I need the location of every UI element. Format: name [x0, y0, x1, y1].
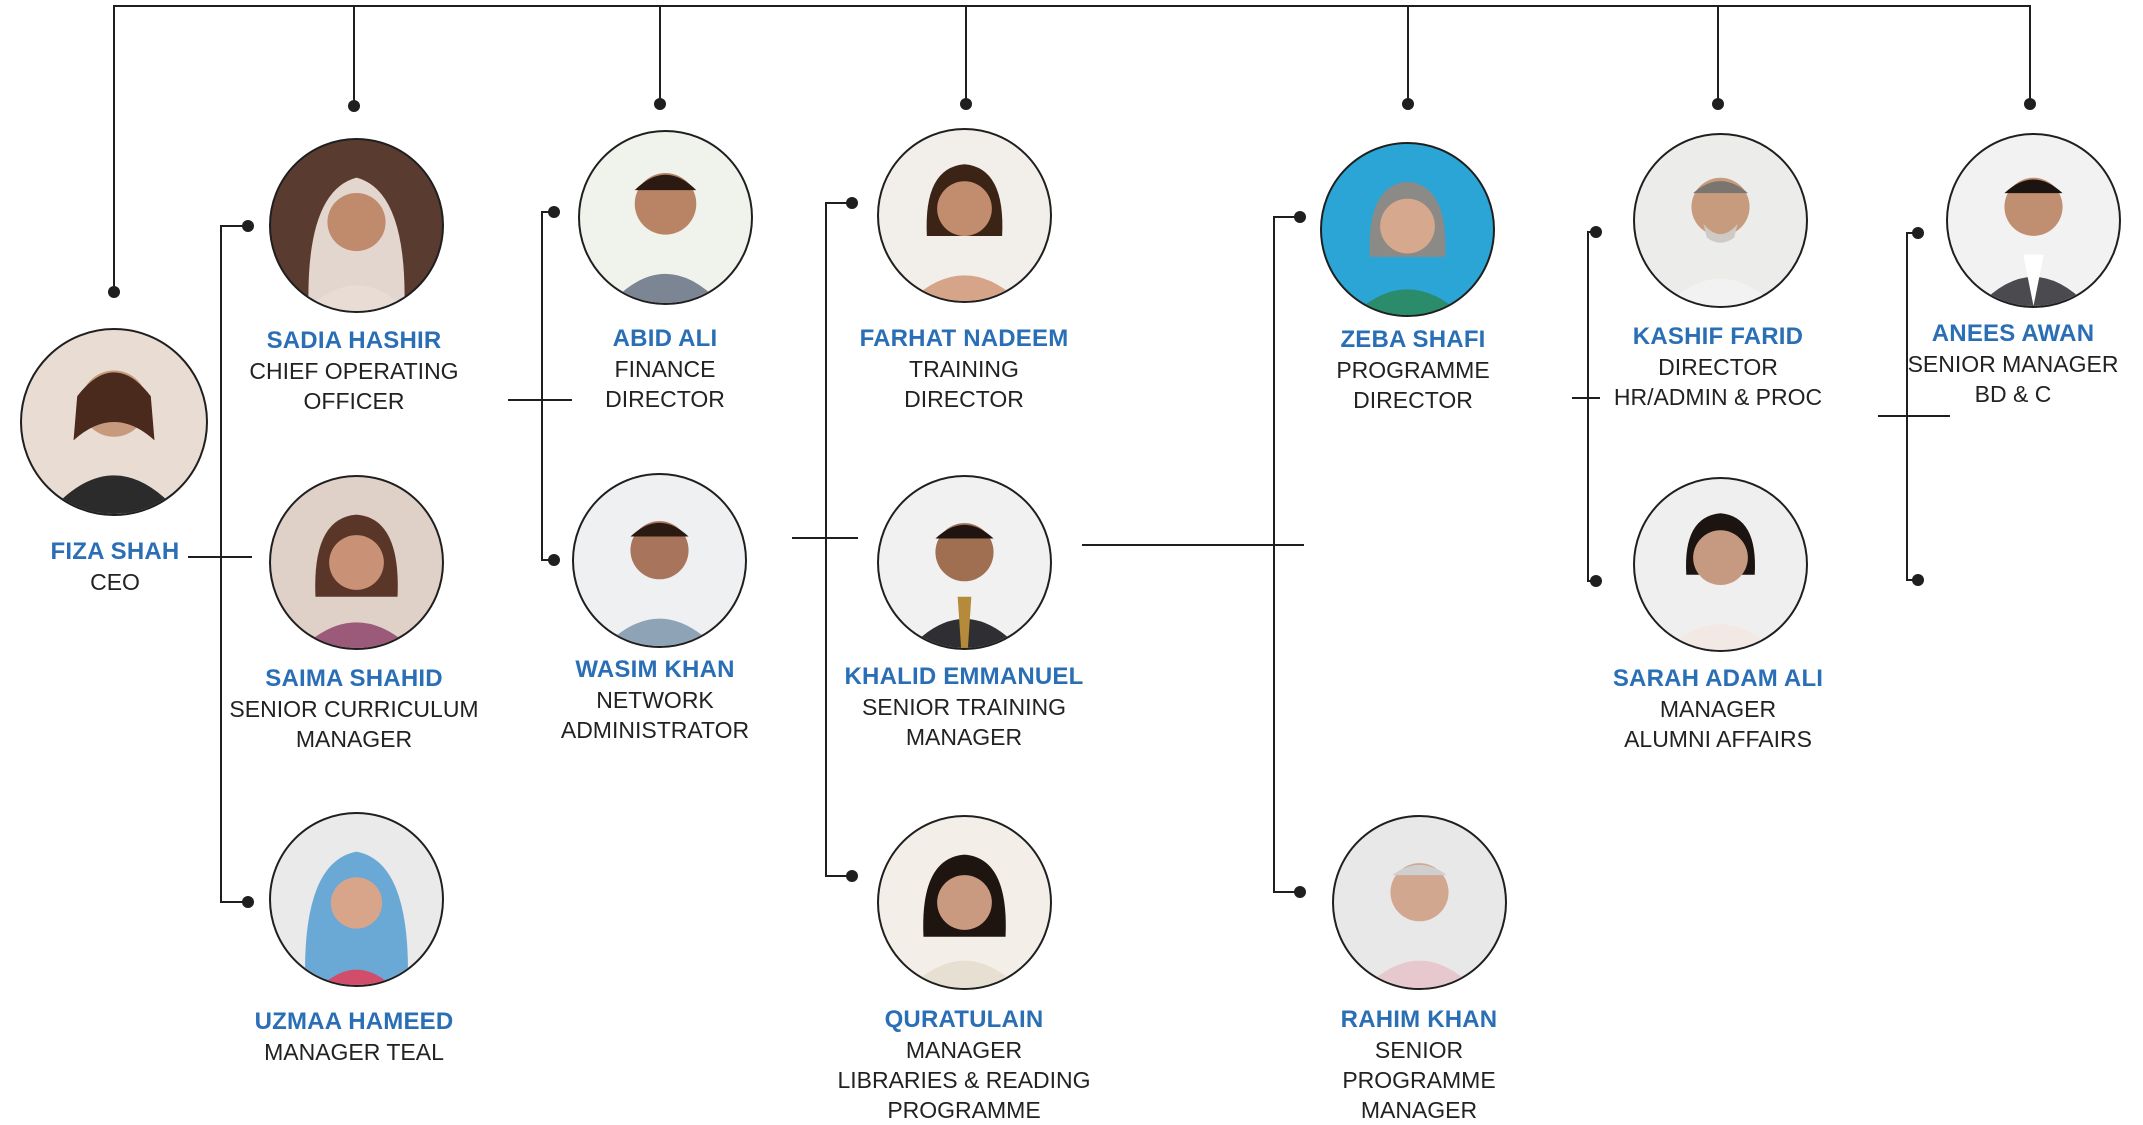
person-name: KASHIF FARID	[1632, 323, 1804, 350]
person-name: ZEBA SHAFI	[1340, 326, 1486, 353]
top-bus-line	[113, 5, 2031, 292]
person-name: RAHIM KHAN	[1340, 1006, 1498, 1033]
alumni-card: SARAH ADAM ALI MANAGER ALUMNI AFFAIRS	[1553, 664, 1883, 754]
bd-photo	[1946, 133, 2121, 308]
hr-photo	[1633, 133, 1808, 308]
sr-training-card: KHALID EMMANUEL SENIOR TRAINING MANAGER	[799, 662, 1129, 752]
libraries-photo	[877, 815, 1052, 990]
person-role: FINANCE DIRECTOR	[605, 356, 725, 412]
person-name: UZMAA HAMEED	[254, 1008, 454, 1035]
person-role: MANAGER ALUMNI AFFAIRS	[1624, 696, 1812, 752]
person-role: CHIEF OPERATING OFFICER	[249, 358, 459, 414]
person-role: SENIOR TRAINING MANAGER	[861, 694, 1067, 750]
person-name: FIZA SHAH	[50, 538, 180, 565]
finance-card: ABID ALI FINANCE DIRECTOR	[500, 324, 830, 414]
person-name: ABID ALI	[612, 325, 718, 352]
person-role: MANAGER LIBRARIES & READING PROGRAMME	[837, 1037, 1091, 1123]
sr-programme-card: RAHIM KHAN SENIOR PROGRAMME MANAGER	[1254, 1005, 1584, 1125]
finance-photo	[578, 130, 753, 305]
ceo-card: FIZA SHAH CEO	[0, 537, 280, 597]
person-name: WASIM KHAN	[575, 656, 735, 683]
training-photo	[877, 128, 1052, 303]
network-photo	[572, 473, 747, 648]
person-role: SENIOR PROGRAMME MANAGER	[1342, 1037, 1496, 1123]
person-name: SARAH ADAM ALI	[1612, 665, 1824, 692]
programme-card: ZEBA SHAFI PROGRAMME DIRECTOR	[1248, 325, 1578, 415]
teal-photo	[269, 812, 444, 987]
alumni-photo	[1633, 477, 1808, 652]
ceo-photo	[20, 328, 208, 516]
hr-card: KASHIF FARID DIRECTOR HR/ADMIN & PROC	[1553, 322, 1883, 412]
person-name: KHALID EMMANUEL	[844, 663, 1084, 690]
person-role: NETWORK ADMINISTRATOR	[560, 687, 750, 743]
teal-card: UZMAA HAMEED MANAGER TEAL	[189, 1007, 519, 1067]
curriculum-card: SAIMA SHAHID SENIOR CURRICULUM MANAGER	[189, 664, 519, 754]
person-role: PROGRAMME DIRECTOR	[1336, 357, 1490, 413]
person-name: QURATULAIN	[884, 1006, 1044, 1033]
person-role: DIRECTOR HR/ADMIN & PROC	[1613, 354, 1823, 410]
person-role: CEO	[90, 569, 140, 595]
person-name: ANEES AWAN	[1931, 320, 2095, 347]
curriculum-photo	[269, 475, 444, 650]
person-name: FARHAT NADEEM	[859, 325, 1069, 352]
sr-programme-photo	[1332, 815, 1507, 990]
person-role: TRAINING DIRECTOR	[904, 356, 1024, 412]
libraries-card: QURATULAIN MANAGER LIBRARIES & READING P…	[799, 1005, 1129, 1125]
person-role: SENIOR CURRICULUM MANAGER	[229, 696, 479, 752]
coo-card: SADIA HASHIR CHIEF OPERATING OFFICER	[189, 326, 519, 416]
network-card: WASIM KHAN NETWORK ADMINISTRATOR	[490, 655, 820, 745]
programme-photo	[1320, 142, 1495, 317]
coo-photo	[269, 138, 444, 313]
bd-card: ANEES AWAN SENIOR MANAGER BD & C	[1883, 319, 2143, 409]
person-name: SADIA HASHIR	[266, 327, 442, 354]
person-role: MANAGER TEAL	[264, 1039, 444, 1065]
sr-training-photo	[877, 475, 1052, 650]
person-role: SENIOR MANAGER BD & C	[1907, 351, 2119, 407]
person-name: SAIMA SHAHID	[265, 665, 443, 692]
training-card: FARHAT NADEEM TRAINING DIRECTOR	[799, 324, 1129, 414]
